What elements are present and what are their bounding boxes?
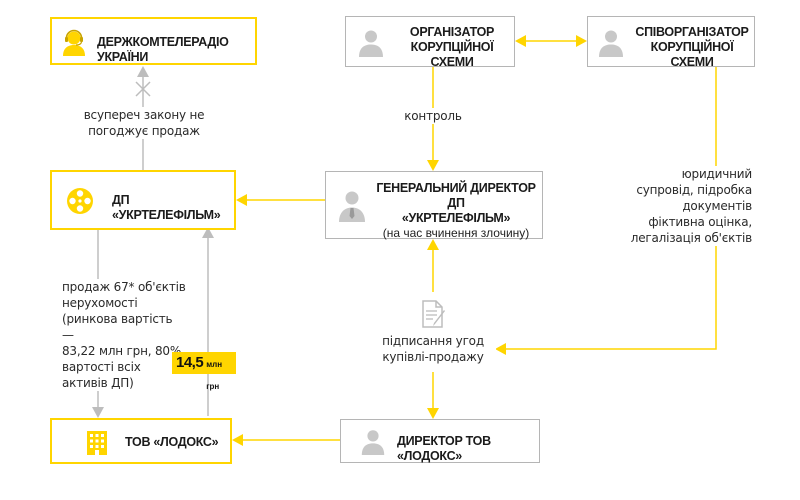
node-goskomteleradio: ДЕРЖКОМТЕЛЕРАДІО УКРАЇНИ [50, 17, 257, 65]
badge-unit: млн грн [206, 360, 223, 391]
label-line: супровід, підробка [636, 183, 752, 197]
arrowhead [427, 160, 439, 171]
person-icon [356, 27, 386, 62]
label-line: вартості всіх [62, 360, 141, 374]
node-lodoks-director: ДИРЕКТОР ТОВ «ЛОДОКС» [340, 419, 540, 463]
arrowhead [427, 239, 439, 250]
node-title-line: СПІВОРГАНІЗАТОР [635, 25, 749, 39]
arrowhead [202, 227, 214, 238]
node-general-director: ГЕНЕРАЛЬНИЙ ДИРЕКТОР ДП «УКРТЕЛЕФІЛЬМ» (… [325, 171, 543, 240]
node-lodoks: ТОВ «ЛОДОКС» [50, 418, 232, 464]
node-ukrtelefilm: ДП «УКРТЕЛЕФІЛЬМ» [50, 170, 236, 230]
node-title: ДП «УКРТЕЛЕФІЛЬМ» [112, 193, 221, 222]
label-line: фіктивна оцінка, [648, 215, 752, 229]
node-title-line: КОРУПЦІЙНОЇ СХЕМИ [410, 40, 494, 69]
label-line: погоджує продаж [88, 124, 200, 138]
node-title-line: ГЕНЕРАЛЬНИЙ ДИРЕКТОР ДП [376, 181, 536, 210]
node-title: ДЕРЖКОМТЕЛЕРАДІО УКРАЇНИ [97, 35, 229, 64]
label-not-approve: всупереч закону не погоджує продаж [82, 107, 206, 139]
building-icon [86, 430, 108, 461]
arrowhead [236, 194, 247, 206]
arrowhead [92, 407, 104, 418]
node-title: ТОВ «ЛОДОКС» [125, 435, 219, 449]
label-line: нерухомості [62, 296, 138, 310]
label-line: продаж 67* об'єктів [62, 280, 186, 294]
label-line: 83,22 млн грн, 80% [62, 344, 182, 358]
node-note: (на час вчинення злочину) [382, 226, 530, 240]
badge-amount: 14,5 [176, 354, 204, 371]
label-line: легалізація об'єктів [630, 231, 752, 245]
film-reel-icon [65, 186, 95, 221]
arrowhead [232, 434, 243, 446]
node-organizer: ОРГАНІЗАТОР КОРУПЦІЙНОЇ СХЕМИ [345, 16, 515, 69]
arrowhead [515, 35, 526, 47]
node-title-line: «УКРТЕЛЕФІЛЬМ» [401, 211, 511, 225]
line-coorganizer-to-signing [502, 67, 717, 350]
node-title: ДИРЕКТОР ТОВ «ЛОДОКС» [397, 434, 491, 463]
node-title-line: ОРГАНІЗАТОР [409, 25, 495, 39]
arrowhead [427, 408, 439, 419]
label-line: документів [682, 199, 752, 213]
label-line: контроль [404, 109, 462, 123]
payment-amount-badge: 14,5 млн грн [172, 352, 236, 391]
person-icon [596, 27, 626, 62]
label-line: (ринкова вартість — [62, 312, 173, 342]
document-pen-icon [421, 299, 447, 334]
label-line: підписання угод [382, 334, 484, 348]
label-line: купівлі-продажу [382, 350, 484, 364]
label-line: всупереч закону не [83, 108, 205, 122]
arrowhead [495, 343, 506, 355]
node-title-line: КОРУПЦІЙНОЇ СХЕМИ [650, 40, 734, 69]
label-line: активів ДП) [62, 376, 134, 390]
arrowhead [137, 66, 149, 77]
cross-mark-b [135, 81, 151, 97]
arrowhead [576, 35, 587, 47]
headset-operator-icon [59, 27, 89, 62]
label-legal-support: юридичний супровід, підробка документів … [612, 166, 752, 246]
person-icon [336, 188, 368, 227]
label-line: юридичний [681, 167, 753, 181]
person-icon [359, 427, 387, 460]
label-control: контроль [401, 108, 465, 124]
label-signing: підписання угод купівлі-продажу [370, 333, 496, 365]
node-coorganizer: СПІВОРГАНІЗАТОР КОРУПЦІЙНОЇ СХЕМИ [587, 16, 755, 69]
label-sale: продаж 67* об'єктів нерухомості (ринкова… [62, 279, 186, 391]
